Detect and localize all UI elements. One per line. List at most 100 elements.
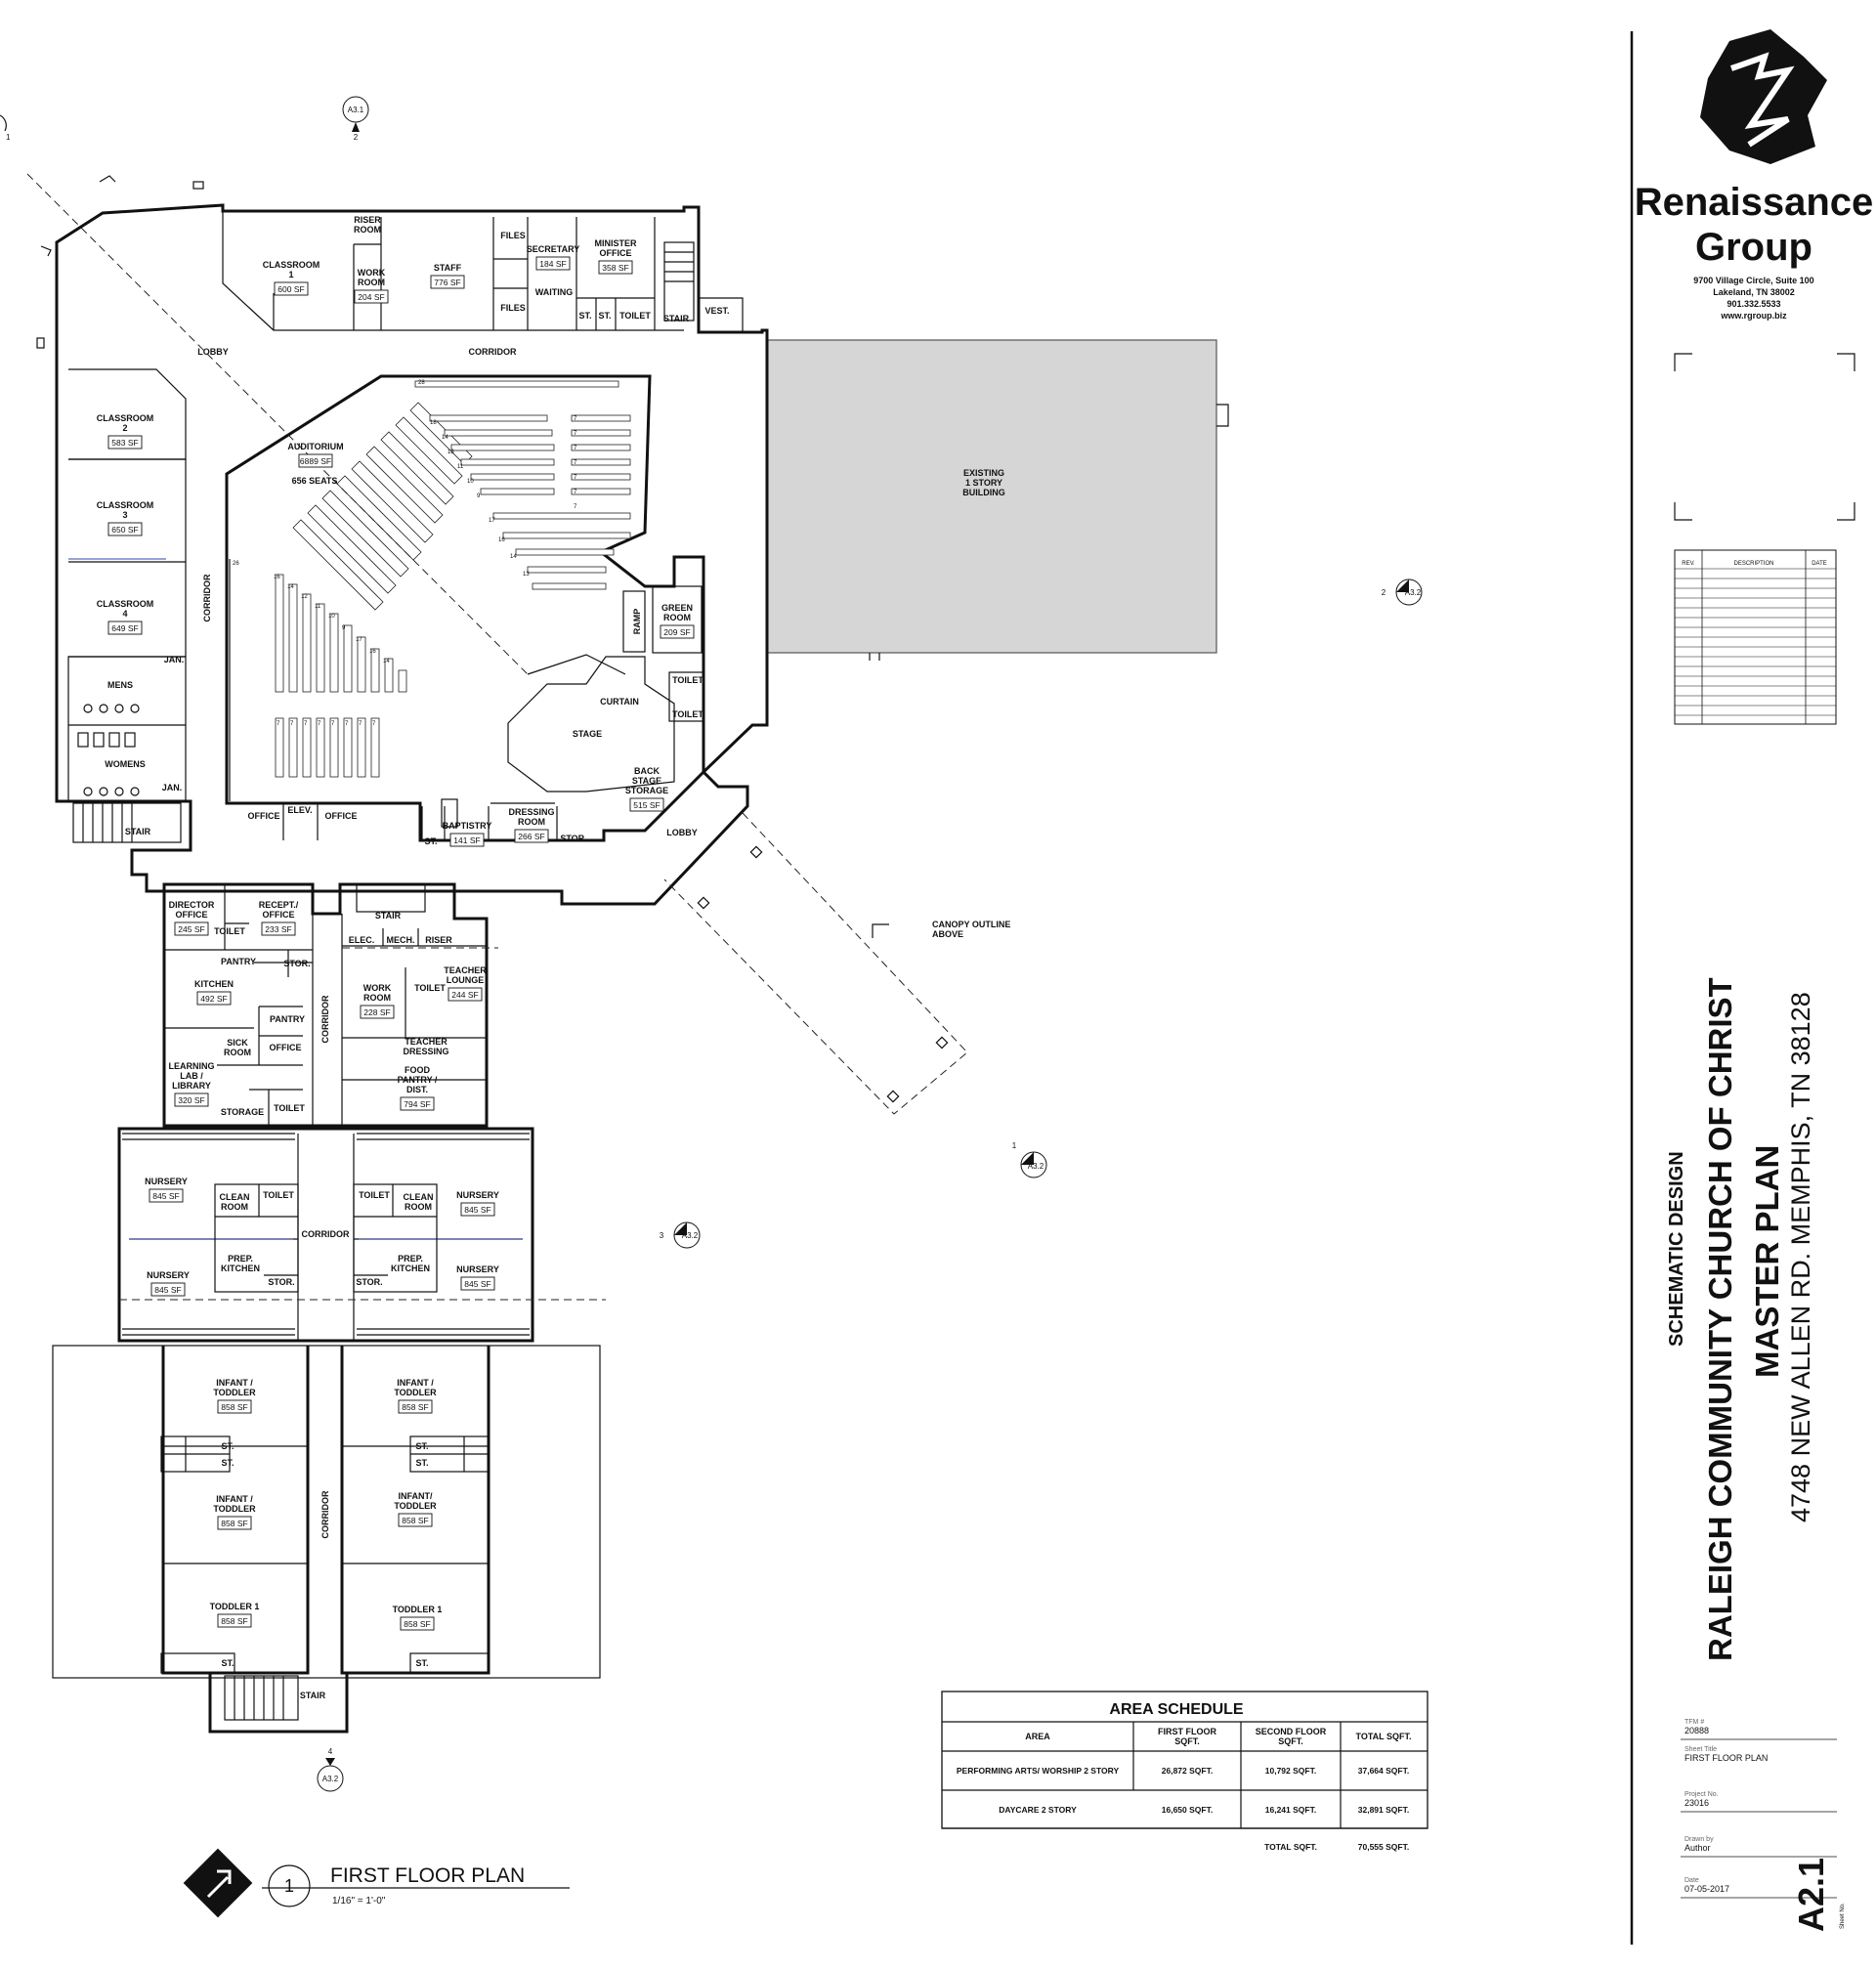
room-st-a: ST. <box>578 311 591 321</box>
row-number: 12 <box>301 594 308 600</box>
row-number: 10 <box>328 614 335 620</box>
firm-address-line: 9700 Village Circle, Suite 100 <box>1693 276 1813 285</box>
room-area-value: 141 SF <box>453 835 480 845</box>
room-area-box <box>217 1399 252 1414</box>
svg-text:SCHEMATIC DESIGN: SCHEMATIC DESIGN <box>1666 1151 1687 1347</box>
svg-text:2: 2 <box>354 133 359 142</box>
room-toilet-d: TOILET <box>214 926 245 936</box>
daycare-admin <box>162 882 498 1128</box>
svg-text:Group: Group <box>1695 226 1812 269</box>
room-st-t1: ST. <box>221 1658 234 1668</box>
room-area-value: 858 SF <box>221 1519 247 1528</box>
room-area-box <box>107 621 143 635</box>
room-toddler-1b: TODDLER 1 <box>393 1605 443 1614</box>
room-area-value: 209 SF <box>663 627 690 637</box>
room-area-box <box>354 289 389 304</box>
row-number: 7 <box>290 721 294 727</box>
row-number: 7 <box>359 721 362 727</box>
row-number: 17 <box>356 637 362 643</box>
room-nursery-3: NURSERY <box>456 1190 499 1200</box>
row-number: 26 <box>233 561 239 567</box>
firm-address-line: www.rgroup.biz <box>1720 311 1787 321</box>
room-area-value: 204 SF <box>358 292 384 302</box>
row-number: 16 <box>369 649 376 655</box>
svg-text:A2.1: A2.1 <box>1791 1858 1831 1932</box>
room-toddler-1a: TODDLER 1 <box>210 1602 260 1611</box>
room-storage: STORAGE <box>221 1107 264 1117</box>
room-st-c: ST. <box>424 836 437 846</box>
room-secretary: SECRETARY <box>527 244 580 254</box>
room-area-box <box>430 275 465 289</box>
room-toilet-n2: TOILET <box>359 1190 390 1200</box>
svg-text:RALEIGH COMMUNITY CHURCH OF CH: RALEIGH COMMUNITY CHURCH OF CHRIST <box>1702 977 1738 1661</box>
section-marker-2-a32: A3.2 2 <box>1382 578 1423 606</box>
room-area-box <box>514 829 549 843</box>
row-number: 13 <box>523 572 530 578</box>
room-area-value: 858 SF <box>402 1402 428 1412</box>
room-area-box <box>398 1399 433 1414</box>
row-number: 16 <box>498 537 505 543</box>
auditorium <box>225 374 705 842</box>
svg-text:A3.2: A3.2 <box>682 1231 699 1240</box>
row-number: 11 <box>315 604 321 610</box>
room-lobby-2: LOBBY <box>666 828 698 837</box>
row-number: 7 <box>331 721 335 727</box>
renaissance-group-logo: Renaissance Group 9700 Village Circle, S… <box>1635 29 1873 321</box>
svg-text:4: 4 <box>328 1747 333 1756</box>
svg-text:REV.: REV. <box>1682 561 1695 567</box>
room-area-box <box>598 260 633 275</box>
room-area-value: 845 SF <box>464 1205 490 1215</box>
room-toilet-n1: TOILET <box>263 1190 294 1200</box>
room-area-box <box>448 987 483 1002</box>
row-number: 7 <box>345 721 349 727</box>
room-office-a: OFFICE <box>248 811 280 821</box>
room-area-value: 358 SF <box>602 263 628 273</box>
table-cell: 10,792 SQFT. <box>1265 1766 1316 1776</box>
room-st-t2: ST. <box>415 1658 428 1668</box>
room-stor-a: STOR. <box>560 834 586 843</box>
room-stor-b: STOR. <box>283 959 310 968</box>
room-st-i1: ST. <box>221 1441 234 1451</box>
row-number: 7 <box>277 721 280 727</box>
field-label: Sheet Title <box>1684 1746 1717 1753</box>
room-prep-kitchen-1: PREP.KITCHEN <box>221 1254 260 1273</box>
room-area-box <box>107 435 143 450</box>
field-value: FIRST FLOOR PLAN <box>1684 1753 1768 1763</box>
row-number: 11 <box>457 464 464 470</box>
room-area-value: 845 SF <box>152 1191 179 1201</box>
svg-text:A3.1: A3.1 <box>348 106 364 114</box>
worship-building <box>55 203 769 906</box>
room-area-value: 858 SF <box>221 1402 247 1412</box>
room-nursery-4: NURSERY <box>456 1264 499 1274</box>
row-number: 9 <box>477 493 481 499</box>
table-header: TOTAL SQFT. <box>1355 1732 1411 1741</box>
room-pantry-2: PANTRY <box>270 1014 305 1024</box>
seating-diagonal <box>292 402 473 611</box>
room-area-box <box>150 1282 186 1297</box>
svg-text:DESCRIPTION: DESCRIPTION <box>1733 561 1773 567</box>
room-area-value: 233 SF <box>265 924 291 934</box>
room-area-value: 320 SF <box>178 1095 204 1105</box>
room-area-box <box>174 1092 209 1107</box>
seating-right <box>414 380 631 590</box>
room-infant-1: INFANT /TODDLER <box>213 1378 256 1397</box>
row-number: 17 <box>489 518 495 524</box>
room-kitchen: KITCHEN <box>194 979 234 989</box>
room-toilet-g2: TOILET <box>672 709 704 719</box>
nursery-block <box>117 1127 606 1343</box>
section-marker-corner: 1 <box>0 114 11 142</box>
room-area-value: 515 SF <box>633 800 660 810</box>
room-lobby-1: LOBBY <box>197 347 229 357</box>
room-area-value: 858 SF <box>402 1516 428 1525</box>
auditorium-row-numbers: 2818141311109171614137777777261614121110… <box>233 380 577 727</box>
